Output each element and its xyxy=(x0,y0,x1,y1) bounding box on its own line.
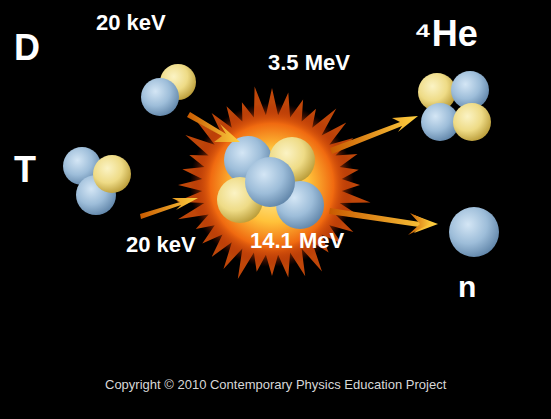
particle-symbol: ⁴He xyxy=(414,16,478,52)
helium-nucleus xyxy=(418,71,491,141)
copyright-note: Copyright © 2010 Contemporary Physics Ed… xyxy=(105,378,446,391)
energy-label: 20 keV xyxy=(96,12,166,34)
particle-symbol: D xyxy=(14,30,40,66)
energy-label: 14.1 MeV xyxy=(250,230,344,252)
fusion-burst xyxy=(177,87,371,280)
triton xyxy=(63,147,131,215)
particle-symbol: n xyxy=(458,272,476,302)
particle-symbol: T xyxy=(14,152,36,188)
energy-label: 3.5 MeV xyxy=(268,52,350,74)
deuteron xyxy=(141,64,196,116)
compound-nucleus xyxy=(217,136,324,229)
burst-rays xyxy=(177,87,371,280)
energy-label: 20 keV xyxy=(126,234,196,256)
neutron xyxy=(449,207,499,257)
motion-arrows xyxy=(140,112,438,235)
